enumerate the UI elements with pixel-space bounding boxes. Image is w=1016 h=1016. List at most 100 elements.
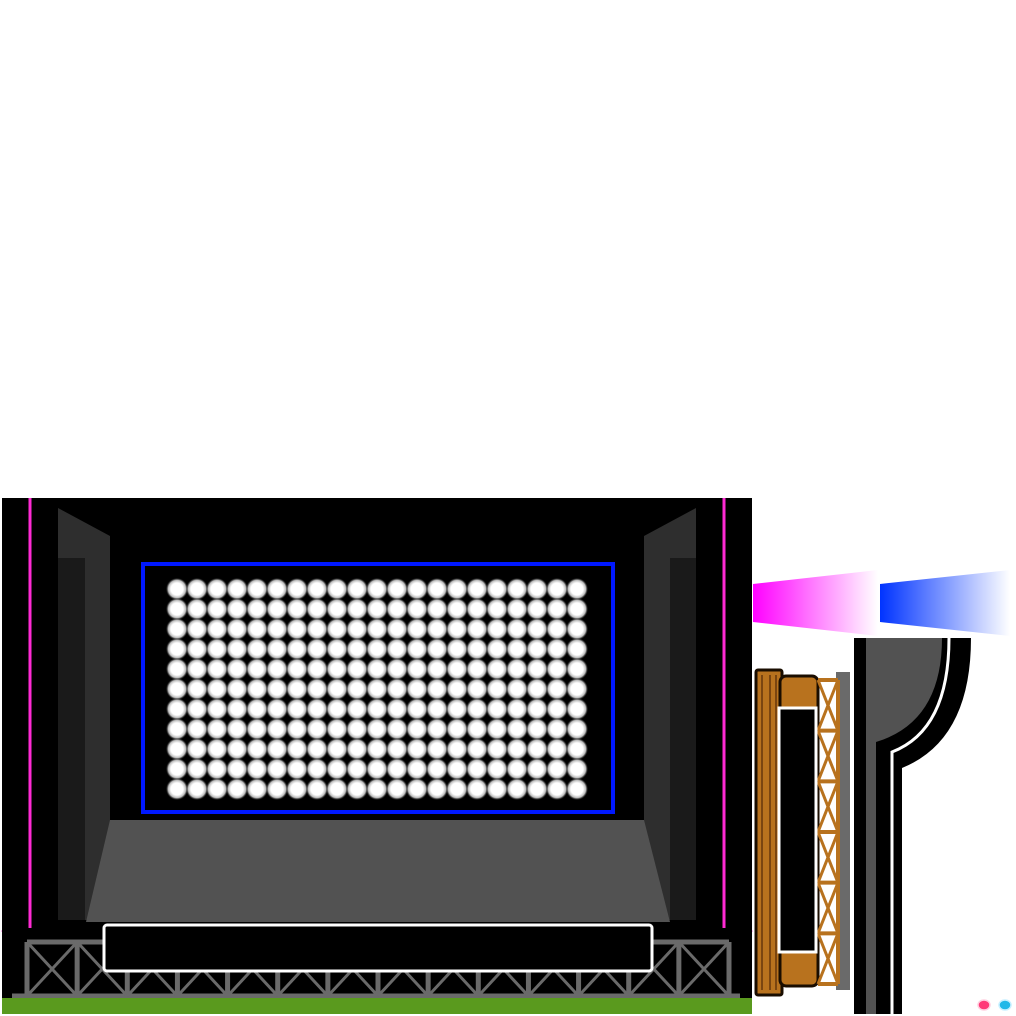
led-bulb [546, 738, 568, 760]
led-bulb [546, 678, 568, 700]
led-bulb [386, 678, 408, 700]
led-bulb [286, 698, 308, 720]
led-bulb [486, 678, 508, 700]
led-bulb [526, 658, 548, 680]
led-bulb [526, 738, 548, 760]
led-bulb [426, 578, 448, 600]
led-bulb [166, 598, 188, 620]
led-bulb [266, 578, 288, 600]
led-bulb [566, 778, 588, 800]
led-bulb [526, 698, 548, 720]
led-bulb [426, 698, 448, 720]
led-bulb [526, 638, 548, 660]
led-bulb [406, 738, 428, 760]
led-bulb [206, 598, 228, 620]
led-bulb [346, 638, 368, 660]
led-bulb [466, 778, 488, 800]
led-bulb [486, 698, 508, 720]
led-bulb [546, 698, 568, 720]
led-bulb [486, 598, 508, 620]
led-bulb [426, 738, 448, 760]
led-bulb [506, 718, 528, 740]
led-bulb [246, 718, 268, 740]
concert-stage-icon [1, 498, 753, 1014]
led-bulb [166, 698, 188, 720]
spotlight-beam-icon [753, 570, 878, 636]
led-screen-grid [166, 578, 588, 800]
led-bulb [366, 718, 388, 740]
led-bulb [486, 618, 508, 640]
truss-brace [677, 940, 731, 998]
led-bulb [206, 658, 228, 680]
led-bulb [166, 678, 188, 700]
led-bulb [286, 618, 308, 640]
led-bulb [306, 758, 328, 780]
led-bulb [226, 638, 248, 660]
led-bulb [266, 758, 288, 780]
led-bulb [466, 758, 488, 780]
led-bulb [186, 618, 208, 640]
led-bulb [206, 638, 228, 660]
led-bulb [366, 778, 388, 800]
led-bulb [526, 598, 548, 620]
led-bulb [406, 758, 428, 780]
led-bulb [466, 638, 488, 660]
led-bulb [526, 718, 548, 740]
led-bulb [186, 578, 208, 600]
led-bulb [426, 678, 448, 700]
tower-truss-brace [816, 780, 840, 833]
led-bulb [386, 598, 408, 620]
led-bulb [266, 778, 288, 800]
led-bulb [226, 578, 248, 600]
led-bulb [446, 718, 468, 740]
led-bulb [366, 598, 388, 620]
led-bulb [166, 758, 188, 780]
led-bulb [566, 718, 588, 740]
led-bulb [406, 578, 428, 600]
led-bulb [266, 638, 288, 660]
led-bulb [206, 698, 228, 720]
led-bulb [266, 618, 288, 640]
led-bulb [226, 598, 248, 620]
led-bulb [326, 738, 348, 760]
led-bulb [506, 738, 528, 760]
led-bulb [366, 658, 388, 680]
led-bulb [226, 618, 248, 640]
led-bulb [446, 598, 468, 620]
grass-strip [2, 998, 752, 1014]
led-bulb [346, 578, 368, 600]
led-bulb [166, 658, 188, 680]
led-bulb [446, 618, 468, 640]
led-bulb [346, 718, 368, 740]
led-bulb [346, 658, 368, 680]
led-bulb [426, 778, 448, 800]
led-bulb [546, 578, 568, 600]
led-bulb [546, 778, 568, 800]
led-bulb [486, 758, 508, 780]
led-bulb [406, 698, 428, 720]
led-bulb [526, 758, 548, 780]
led-bulb [386, 578, 408, 600]
led-bulb [186, 698, 208, 720]
led-bulb [546, 638, 568, 660]
led-bulb [446, 758, 468, 780]
led-bulb [566, 578, 588, 600]
led-bulb [446, 698, 468, 720]
led-bulb [286, 678, 308, 700]
stage-right-inner [670, 558, 696, 920]
led-bulb [406, 778, 428, 800]
led-bulb [446, 638, 468, 660]
led-bulb [386, 718, 408, 740]
led-bulb [186, 718, 208, 740]
led-bulb [346, 778, 368, 800]
led-bulb [186, 658, 208, 680]
led-bulb [206, 778, 228, 800]
led-bulb [326, 718, 348, 740]
led-bulb [366, 578, 388, 600]
led-bulb [526, 678, 548, 700]
led-bulb [366, 698, 388, 720]
led-bulb [186, 638, 208, 660]
led-bulb [426, 658, 448, 680]
led-bulb [186, 778, 208, 800]
led-bulb [566, 658, 588, 680]
